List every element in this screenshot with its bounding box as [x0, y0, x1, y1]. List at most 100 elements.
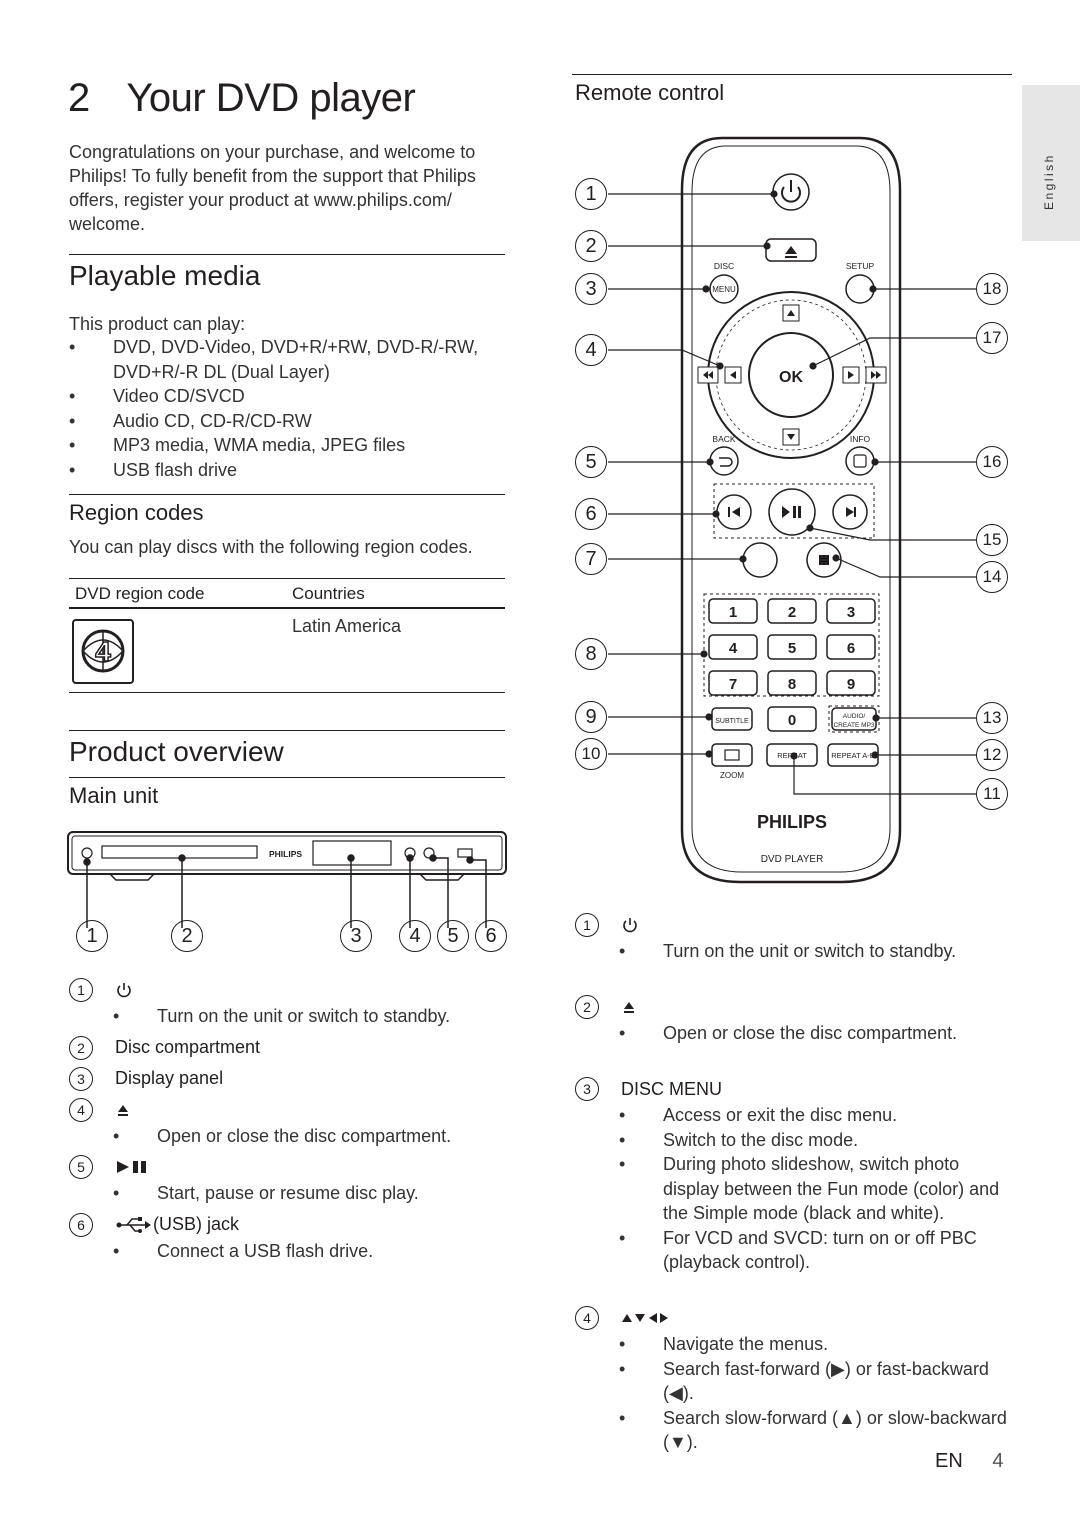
callout-number: 11	[976, 778, 1008, 810]
item-number: 2	[575, 995, 599, 1019]
divider	[69, 730, 505, 731]
callout-number: 5	[437, 920, 469, 952]
callout-number: 9	[575, 701, 607, 733]
bullet-item: Open or close the disc compartment.	[113, 1124, 509, 1149]
callout-number: 18	[976, 273, 1008, 305]
callout-number: 4	[575, 334, 607, 366]
item-bullets: Open or close the disc compartment.	[113, 1124, 509, 1149]
footer-lang: EN	[935, 1450, 963, 1472]
item-number: 1	[575, 913, 599, 937]
callout-number: 4	[399, 920, 431, 952]
callout-number: 8	[575, 638, 607, 670]
remote-label-back: BACK	[712, 434, 735, 444]
callout-number: 15	[976, 524, 1008, 556]
digit-button	[767, 634, 817, 660]
legend-item: 1	[69, 978, 133, 1002]
item-bullets: Access or exit the disc menu.Switch to t…	[619, 1103, 1015, 1275]
remote-label-menu: MENU	[712, 285, 736, 294]
item-number: 3	[575, 1077, 599, 1101]
callout-number: 7	[575, 543, 607, 575]
callout-number: 3	[575, 273, 607, 305]
table-top-rule	[69, 578, 505, 579]
digit-label: 1	[729, 604, 737, 621]
item-label	[621, 916, 639, 934]
item-bullets: Open or close the disc compartment.	[619, 1021, 1015, 1046]
usb-icon	[115, 1216, 151, 1234]
chapter-title: Your DVD player	[126, 76, 416, 120]
item-number: 4	[575, 1306, 599, 1330]
list-item: Audio CD, CD-R/CD-RW	[69, 409, 489, 434]
digit-label: 3	[847, 604, 855, 621]
region-codes-title: Region codes	[69, 500, 204, 525]
bullet-item: Navigate the menus.	[619, 1332, 1015, 1357]
item-label: DISC MENU	[621, 1079, 722, 1100]
playable-media-lead: This product can play:	[69, 314, 246, 334]
legend-item: 6 (USB) jack	[69, 1212, 239, 1237]
navigation-arrows-icon	[621, 1309, 673, 1327]
callout-number: 2	[575, 230, 607, 262]
bullet-item: Search slow-forward (▲) or slow-backward…	[619, 1406, 1015, 1455]
item-number: 6	[69, 1212, 93, 1237]
item-label	[621, 998, 637, 1016]
item-label	[115, 981, 133, 999]
item-label: Display panel	[115, 1068, 223, 1089]
item-number: 1	[69, 978, 93, 1002]
item-label-text: Display panel	[115, 1068, 224, 1088]
callout-number: 2	[171, 920, 203, 952]
item-bullets: Connect a USB flash drive.	[113, 1239, 509, 1264]
legend-item: 4	[575, 1306, 673, 1330]
callout-number: 5	[575, 446, 607, 478]
language-tab: English	[1022, 85, 1080, 241]
remote-control-title: Remote control	[575, 80, 725, 105]
power-icon	[115, 981, 133, 999]
item-label-text: Disc compartment	[115, 1037, 261, 1057]
divider	[69, 254, 505, 255]
item-label: (USB) jack	[115, 1214, 239, 1235]
item-label: Disc compartment	[115, 1037, 260, 1058]
language-tab-label: English	[1042, 153, 1056, 210]
digit-label: 6	[847, 640, 855, 657]
chapter-heading: 2 Your DVD player	[68, 76, 416, 121]
digit-button	[708, 670, 758, 696]
digit-button	[708, 598, 758, 624]
callout-number: 17	[976, 322, 1008, 354]
bullet-item: Start, pause or resume disc play.	[113, 1181, 509, 1206]
digit-label: 2	[788, 604, 796, 621]
playable-media-title: Playable media	[69, 260, 261, 291]
divider	[572, 74, 1012, 75]
chapter-number: 2	[68, 76, 90, 120]
remote-label-setup: SETUP	[846, 261, 875, 271]
digit-button	[767, 706, 817, 732]
digit-button	[708, 634, 758, 660]
item-label	[115, 1101, 131, 1119]
eject-icon	[115, 1101, 131, 1119]
item-label	[115, 1158, 149, 1176]
legend-item: 2	[575, 995, 637, 1019]
legend-item: 1	[575, 913, 639, 937]
item-bullets: Start, pause or resume disc play.	[113, 1181, 509, 1206]
digit-button	[767, 670, 817, 696]
remote-illustration: DISC SETUP MENU OK BACK INFO	[570, 130, 1018, 890]
region-col-header-code: DVD region code	[75, 584, 205, 603]
bullet-item: Switch to the disc mode.	[619, 1128, 1015, 1153]
callout-number: 13	[976, 702, 1008, 734]
bullet-item: Access or exit the disc menu.	[619, 1103, 1015, 1128]
callout-number: 10	[575, 738, 607, 770]
power-icon	[621, 916, 639, 934]
device-brand: PHILIPS	[269, 849, 302, 859]
remote-label-create-mp3: CREATE MP3	[833, 722, 874, 729]
item-label	[621, 1309, 673, 1327]
remote-label-info: INFO	[850, 434, 871, 444]
digit-button	[826, 634, 876, 660]
region-number: 4	[95, 636, 111, 667]
bullet-item: Open or close the disc compartment.	[619, 1021, 1015, 1046]
digit-label: 4	[729, 640, 738, 657]
bullet-item: During photo slideshow, switch photo dis…	[619, 1152, 1015, 1226]
product-overview-title: Product overview	[69, 736, 284, 767]
eject-icon	[621, 998, 637, 1016]
play-pause-icon	[115, 1158, 149, 1176]
item-bullets: Turn on the unit or switch to standby.	[113, 1004, 509, 1029]
main-unit-title: Main unit	[69, 783, 159, 808]
callout-number: 6	[475, 920, 507, 952]
